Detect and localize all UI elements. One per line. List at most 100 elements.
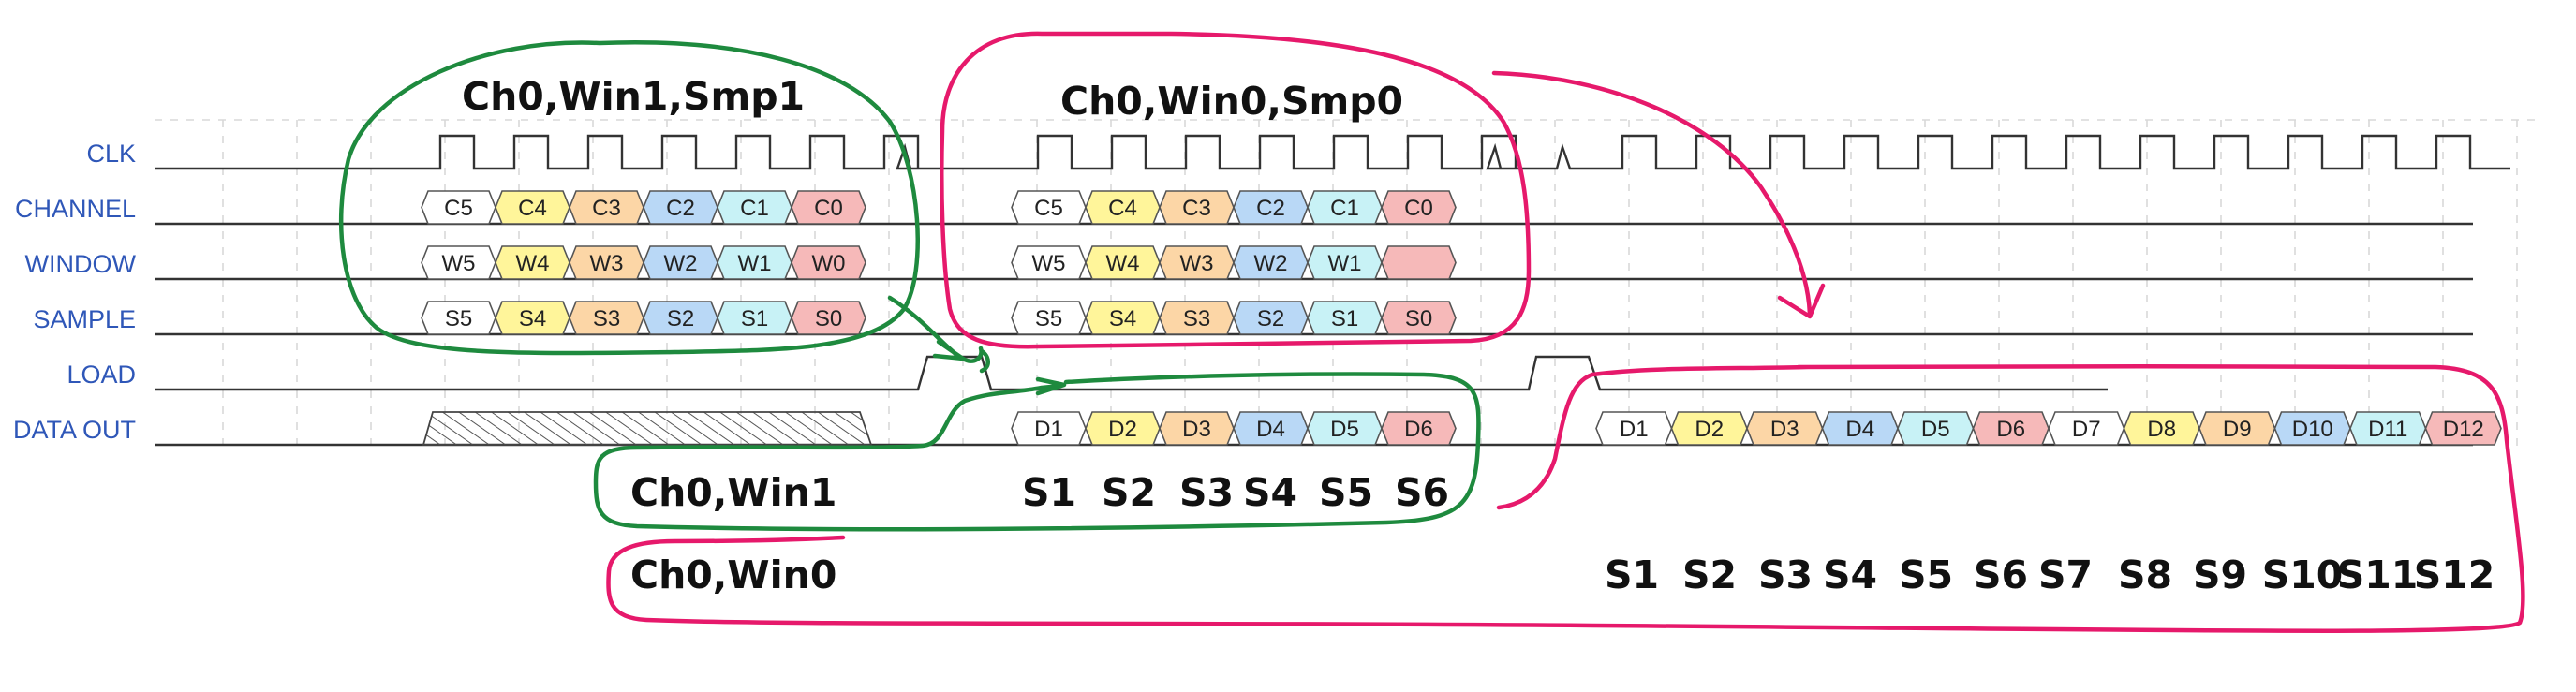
pink-sample-label: S8 xyxy=(2118,552,2172,597)
data-c-box xyxy=(2424,411,2502,446)
pink-sample-label: S2 xyxy=(1682,552,1737,597)
pink-arrow xyxy=(1491,70,1826,319)
sample-a-box xyxy=(791,301,866,335)
green-sample-label: S2 xyxy=(1102,470,1156,515)
sample-a-value: S4 xyxy=(519,306,546,331)
green-sample-label: S1 xyxy=(1022,470,1076,515)
data-b-value: D1 xyxy=(1034,417,1063,442)
channel-b-box xyxy=(1381,190,1457,225)
channel-b-value: C2 xyxy=(1256,196,1285,221)
window-a-value: W1 xyxy=(738,251,772,276)
pink-bottom-annotation: Ch0,Win0 xyxy=(630,552,836,597)
channel-a-box xyxy=(791,190,866,225)
window-b-value: W4 xyxy=(1106,251,1140,276)
channel-a-value: C4 xyxy=(518,196,547,221)
window-a-value: W4 xyxy=(516,251,550,276)
pink-sample-label: S5 xyxy=(1899,552,1953,597)
signal-label: SAMPLE xyxy=(33,305,136,333)
window-b-value: W1 xyxy=(1328,251,1362,276)
green-arrow xyxy=(887,295,984,363)
window-a-value: W3 xyxy=(590,251,624,276)
data-b-value: D6 xyxy=(1404,417,1433,442)
channel-b-value: C1 xyxy=(1330,196,1359,221)
window-b-value: W2 xyxy=(1254,251,1288,276)
data-b-box xyxy=(1381,411,1457,446)
window-b-value: W3 xyxy=(1180,251,1214,276)
green-sample-label: S3 xyxy=(1179,470,1234,515)
pink-sample-label: S3 xyxy=(1758,552,1813,597)
sample-b-value: S2 xyxy=(1257,306,1284,331)
data-b-value: D5 xyxy=(1330,417,1359,442)
sample-a-value: S0 xyxy=(815,306,842,331)
channel-a-value: C0 xyxy=(814,196,843,221)
green-bottom-outline xyxy=(593,348,1481,532)
data-b-value: D4 xyxy=(1256,417,1285,442)
sample-b-box xyxy=(1381,301,1457,335)
pink-sample-label: S4 xyxy=(1823,552,1877,597)
data-c-value: D5 xyxy=(1921,417,1950,442)
data-c-value: D11 xyxy=(2368,417,2407,442)
green-bottom-annotation: Ch0,Win1 xyxy=(630,470,836,515)
channel-a-value: C2 xyxy=(666,196,695,221)
signal-label: DATA OUT xyxy=(13,416,136,444)
data-c-value: D6 xyxy=(1996,417,2025,442)
green-top-annotation: Ch0,Win1,Smp1 xyxy=(462,74,805,119)
sample-b-value: S1 xyxy=(1331,306,1358,331)
sample-b-value: S3 xyxy=(1183,306,1210,331)
pink-top-annotation: Ch0,Win0,Smp0 xyxy=(1060,79,1403,124)
data-b-value: D3 xyxy=(1182,417,1211,442)
window-a-value: W2 xyxy=(664,251,698,276)
signal-label: LOAD xyxy=(67,361,136,389)
data-out-idle xyxy=(422,411,873,446)
pink-sample-label: S1 xyxy=(1605,552,1659,597)
sample-b-value: S0 xyxy=(1405,306,1432,331)
channel-a-value: C1 xyxy=(740,196,769,221)
channel-a-value: C5 xyxy=(444,196,473,221)
signal-label: CLK xyxy=(86,140,136,168)
channel-b-value: C4 xyxy=(1108,196,1137,221)
pink-top-circle xyxy=(940,31,1532,349)
green-sample-label: S4 xyxy=(1243,470,1297,515)
data-c-value: D3 xyxy=(1770,417,1799,442)
data-c-value: D9 xyxy=(2223,417,2252,442)
green-sample-label: S6 xyxy=(1395,470,1449,515)
window-a-value: W0 xyxy=(812,251,846,276)
window-a-box xyxy=(791,245,866,280)
sample-a-value: S3 xyxy=(593,306,620,331)
data-c-value: D1 xyxy=(1620,417,1649,442)
annotations: Ch0,Win1,Smp1 Ch0,Win0,Smp0 Ch0,Win1 Ch0… xyxy=(338,31,2525,633)
pink-sample-label: S10 xyxy=(2262,552,2344,597)
green-sample-label: S5 xyxy=(1319,470,1373,515)
pink-sample-label: S9 xyxy=(2193,552,2247,597)
pink-bottom-outline xyxy=(606,363,2525,633)
pink-sample-label: S12 xyxy=(2414,552,2495,597)
window-b-box xyxy=(1381,245,1457,280)
waveforms xyxy=(155,134,2510,447)
channel-b-value: C5 xyxy=(1034,196,1063,221)
signal-labels: CLK CHANNEL WINDOW SAMPLE LOAD DATA OUT xyxy=(13,140,137,444)
sample-a-value: S2 xyxy=(667,306,694,331)
pink-sample-label: S6 xyxy=(1974,552,2028,597)
signal-label: CHANNEL xyxy=(15,195,136,223)
load-waveform xyxy=(155,355,2108,391)
sample-a-value: S5 xyxy=(445,306,472,331)
sample-b-value: S5 xyxy=(1035,306,1062,331)
signal-label: WINDOW xyxy=(25,250,137,278)
clk-waveform xyxy=(155,134,2510,170)
channel-b-value: C3 xyxy=(1182,196,1211,221)
data-c-value: D7 xyxy=(2072,417,2101,442)
grid-lines xyxy=(155,119,2539,448)
channel-a-value: C3 xyxy=(592,196,621,221)
sample-b-value: S4 xyxy=(1109,306,1136,331)
data-c-value: D2 xyxy=(1695,417,1724,442)
green-top-circle xyxy=(338,40,920,356)
pink-sample-label: S11 xyxy=(2337,552,2419,597)
window-b-value: W5 xyxy=(1032,251,1066,276)
channel-b-value: C0 xyxy=(1404,196,1433,221)
data-c-value: D10 xyxy=(2292,417,2333,442)
window-a-value: W5 xyxy=(442,251,476,276)
